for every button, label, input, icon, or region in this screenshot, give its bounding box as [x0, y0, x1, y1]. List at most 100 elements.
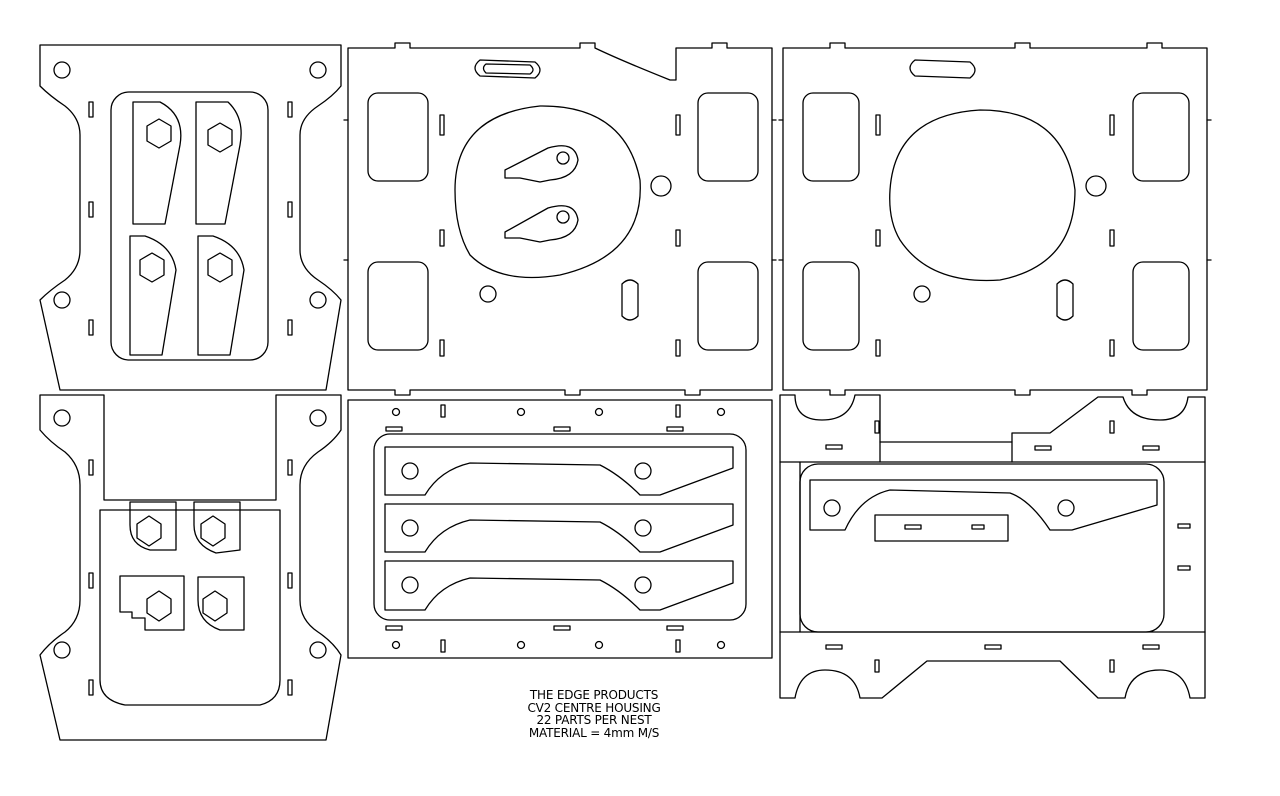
- window: [99, 509, 281, 706]
- lever-cutout: [504, 205, 579, 243]
- slot: [666, 625, 684, 631]
- bar-hole: [401, 519, 419, 537]
- bar-hole: [634, 462, 652, 480]
- title-line-2: CV2 CENTRE HOUSING: [527, 700, 661, 715]
- link-bar: [384, 503, 734, 553]
- lever-hole: [556, 151, 570, 165]
- slot: [88, 572, 94, 589]
- slot-oblong-vertical: [621, 279, 639, 321]
- link-bar: [809, 479, 1158, 531]
- large-oval-cutout: [454, 105, 641, 279]
- pin-hole: [516, 640, 526, 650]
- inner-window: [799, 463, 1165, 633]
- hex-cutout: [146, 118, 172, 149]
- plate-outline: [347, 399, 773, 659]
- bar-hole: [634, 576, 652, 594]
- window: [110, 91, 269, 361]
- slot: [385, 625, 403, 631]
- part-top-left-plate: [39, 44, 342, 391]
- title-line-3: 22 PARTS PER NEST: [536, 713, 652, 727]
- link-bar: [384, 560, 734, 611]
- part-bottom-right-plate: [779, 394, 1206, 699]
- plate-outline: [347, 42, 773, 396]
- slot: [439, 229, 445, 247]
- window: [1132, 92, 1190, 182]
- bolt-hole: [309, 641, 327, 659]
- slot: [675, 639, 681, 653]
- plate-outline: [779, 394, 1206, 699]
- slot: [875, 339, 881, 357]
- window: [802, 261, 860, 351]
- bar-hole: [823, 499, 841, 517]
- slot: [88, 319, 94, 336]
- bolt-hole: [53, 291, 71, 309]
- slot: [88, 201, 94, 218]
- pin-hole: [594, 407, 604, 417]
- bolt-hole: [479, 285, 497, 303]
- slot: [1109, 420, 1115, 434]
- hex-cutout: [136, 515, 162, 547]
- slot: [88, 679, 94, 696]
- pin-hole: [391, 407, 401, 417]
- hex-cutout: [202, 590, 228, 622]
- slot: [553, 426, 571, 432]
- tapered-arm: [132, 101, 182, 225]
- hex-block: [193, 501, 241, 554]
- slot: [874, 420, 880, 434]
- slot-oblong-vertical: [1056, 279, 1074, 321]
- slot: [875, 114, 881, 136]
- part-bottom-middle-plate: [347, 399, 773, 659]
- slot: [1109, 659, 1115, 673]
- bolt-hole: [53, 409, 71, 427]
- bolt-hole: [309, 61, 327, 79]
- slot: [1109, 229, 1115, 247]
- tapered-arm: [195, 101, 242, 225]
- pin-hole: [391, 640, 401, 650]
- window: [1132, 261, 1190, 351]
- part-top-right-plate: [778, 42, 1212, 396]
- small-bracket: [874, 514, 1009, 542]
- slot: [287, 101, 293, 118]
- plate-outline: [39, 394, 342, 741]
- pin-hole: [716, 407, 726, 417]
- slot: [875, 229, 881, 247]
- slot: [825, 444, 843, 450]
- slot: [1177, 523, 1191, 529]
- pin-hole: [594, 640, 604, 650]
- slot-oblong: [909, 59, 976, 79]
- slot: [874, 659, 880, 673]
- slot: [88, 101, 94, 118]
- slot: [675, 229, 681, 247]
- bolt-hole: [53, 641, 71, 659]
- hex-cutout: [146, 590, 172, 622]
- hex-cutout: [207, 122, 233, 153]
- hex-block: [129, 501, 177, 551]
- slot: [971, 524, 985, 530]
- slot: [1034, 445, 1052, 451]
- bolt-hole: [53, 61, 71, 79]
- bar-hole: [1057, 499, 1075, 517]
- slot: [675, 404, 681, 418]
- slot-oblong: [474, 59, 541, 79]
- slot: [1109, 339, 1115, 357]
- slot: [439, 114, 445, 136]
- slot: [287, 679, 293, 696]
- slot: [904, 524, 922, 530]
- window: [697, 92, 759, 182]
- pin-hole: [716, 640, 726, 650]
- slot: [825, 644, 843, 650]
- hex-cutout: [207, 252, 233, 283]
- part-top-middle-plate: [343, 42, 777, 396]
- inner-window: [373, 433, 747, 621]
- bolt-hole: [650, 175, 672, 197]
- slot: [666, 426, 684, 432]
- lever-hole: [556, 210, 570, 224]
- large-oval-cutout: [889, 109, 1076, 282]
- hex-cutout: [139, 252, 165, 283]
- window: [367, 92, 429, 182]
- bolt-hole: [1085, 175, 1107, 197]
- tapered-arm: [197, 235, 245, 356]
- hex-block: [119, 575, 185, 631]
- slot: [287, 201, 293, 218]
